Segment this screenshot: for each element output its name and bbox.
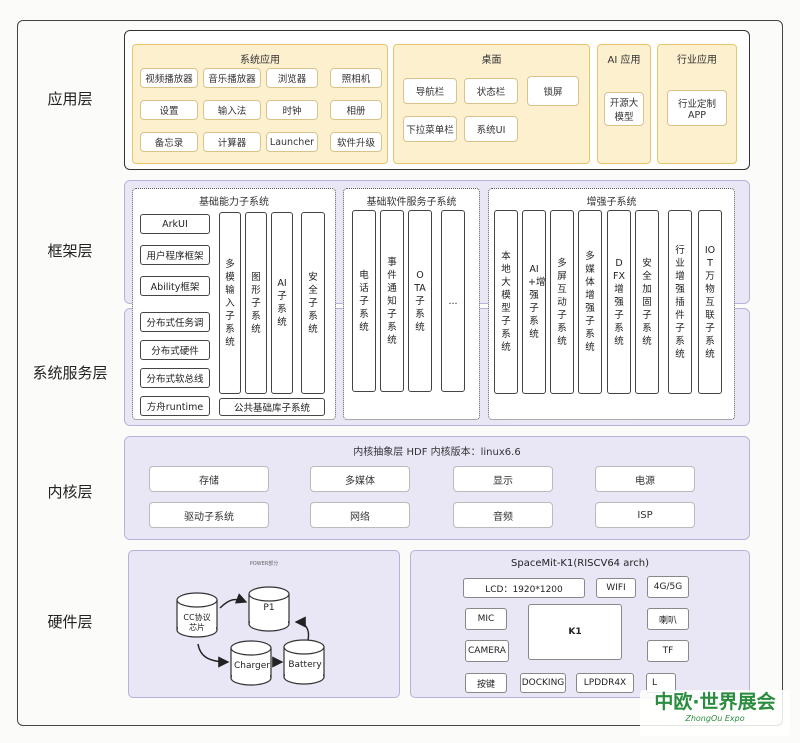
arrow-battery-to-p1 <box>294 616 310 641</box>
mic-chip: MIC <box>465 608 507 630</box>
k1-chip: K1 <box>528 604 622 660</box>
app-chip: 输入法 <box>203 100 261 120</box>
vertical-subsystem-box: 电话子系统 <box>352 210 376 392</box>
arrow-cc-to-p1 <box>219 593 248 609</box>
layer-label-framework: 框架层 <box>47 242 93 260</box>
kernel-chip: ISP <box>595 502 695 528</box>
lpddr-chip: LPDDR4X <box>576 673 634 693</box>
speaker-chip: 喇叭 <box>647 608 689 630</box>
app-chip: 设置 <box>140 100 198 120</box>
vertical-subsystem-box: 多模输入子系统 <box>219 212 241 394</box>
vertical-subsystem-box: DFX增强子系统 <box>607 210 631 394</box>
kernel-chip: 电源 <box>595 466 695 492</box>
vertical-subsystem-box: 安全子系统 <box>301 212 325 394</box>
layer-label-hardware: 硬件层 <box>47 613 93 631</box>
framework-box: 用户程序框架 <box>140 245 210 265</box>
app-chip: 视频播放器 <box>140 68 198 88</box>
vertical-subsystem-box: 安全加固子系统 <box>635 210 659 394</box>
kernel-chip: 存储 <box>149 466 269 492</box>
desktop-chip: 导航栏 <box>403 78 457 104</box>
vertical-subsystem-box: 多屏互动子系统 <box>550 210 574 394</box>
charger-label: Charger <box>234 661 270 671</box>
common-library-box: 公共基础库子系统 <box>219 398 325 416</box>
ai-app-chip: 开源大模型 <box>604 92 644 126</box>
app-chip: 备忘录 <box>140 132 198 152</box>
app-chip: 时钟 <box>266 100 318 120</box>
p1-label: P1 <box>263 603 275 613</box>
power-section-title: POWER部分 <box>249 561 279 567</box>
app-chip: Launcher <box>266 132 318 152</box>
industry-apps-title: 行业应用 <box>677 55 717 66</box>
service-box: 方舟runtime <box>140 396 210 416</box>
desktop-chip: 锁屏 <box>527 76 579 106</box>
button-chip: 按键 <box>465 673 507 693</box>
power-flow-diagram <box>176 586 325 686</box>
architecture-frame <box>17 20 783 726</box>
basic-capability-title: 基础能力子系统 <box>199 197 269 208</box>
camera-chip: CAMERA <box>465 640 509 662</box>
watermark-subtext: ZhongOu Expo <box>685 714 745 723</box>
kernel-chip: 网络 <box>310 502 410 528</box>
app-chip: 计算器 <box>203 132 261 152</box>
ai-apps-title: AI 应用 <box>607 55 641 66</box>
industry-app-chip: 行业定制APP <box>667 90 727 126</box>
desktop-chip: 下拉菜单栏 <box>403 116 457 142</box>
tf-chip: TF <box>647 640 689 662</box>
service-box: 分布式软总线 <box>140 368 210 388</box>
kernel-chip: 显示 <box>453 466 553 492</box>
vertical-subsystem-box: IOT万物互联子系统 <box>698 210 722 394</box>
desktop-chip: 状态栏 <box>464 78 518 104</box>
vertical-subsystem-box: 图形子系统 <box>245 212 267 394</box>
layer-label-system-service: 系统服务层 <box>32 364 108 382</box>
app-chip: 相册 <box>330 100 382 120</box>
vertical-subsystem-box: AI+增强子系统 <box>522 210 546 394</box>
framework-box: Ability框架 <box>140 276 210 296</box>
watermark-logo: 中欧·世界展会 ZhongOu Expo <box>640 690 790 736</box>
desktop-chip: 系统UI <box>464 116 518 142</box>
app-chip: 照相机 <box>330 68 382 88</box>
desktop-title: 桌面 <box>481 55 502 66</box>
service-box: 分布式硬件 <box>140 340 210 360</box>
vertical-subsystem-box: 本地大模型子系统 <box>494 210 518 394</box>
docking-chip: DOCKING <box>520 673 566 693</box>
battery-label: Battery <box>288 660 322 670</box>
kernel-chip: 驱动子系统 <box>149 502 269 528</box>
vertical-subsystem-box: ... <box>441 210 465 392</box>
app-chip: 浏览器 <box>266 68 318 88</box>
lcd-chip: LCD：1920*1200 <box>463 578 585 598</box>
layer-label-app: 应用层 <box>47 90 93 108</box>
vertical-subsystem-box: 多媒体增强子系统 <box>578 210 602 394</box>
app-chip: 软件升级 <box>330 132 382 152</box>
enhanced-title: 增强子系统 <box>586 197 637 208</box>
service-box: 分布式任务调 <box>140 312 210 332</box>
partial-chip: L <box>646 673 676 693</box>
cellular-chip: 4G/5G <box>647 576 689 598</box>
cc-chip-label: CC协议 芯片 <box>183 613 211 632</box>
watermark-text: 中欧·世界展会 <box>654 691 776 713</box>
system-apps-title: 系统应用 <box>240 55 280 66</box>
kernel-chip: 音频 <box>453 502 553 528</box>
arrow-cc-to-charger <box>197 643 230 668</box>
layer-label-kernel: 内核层 <box>47 483 93 501</box>
framework-box: ArkUI <box>140 214 210 234</box>
soc-title: SpaceMit-K1(RISCV64 arch) <box>511 558 649 569</box>
vertical-subsystem-box: 事件通知子系统 <box>380 210 404 392</box>
kernel-chip: 多媒体 <box>310 466 410 492</box>
app-chip: 音乐播放器 <box>203 68 261 88</box>
kernel-title: 内核抽象层 HDF 内核版本：linux6.6 <box>353 447 521 458</box>
vertical-subsystem-box: AI子系统 <box>271 212 293 394</box>
software-service-title: 基础软件服务子系统 <box>366 197 457 208</box>
vertical-subsystem-box: 行业增强插件子系统 <box>668 210 692 394</box>
wifi-chip: WIFI <box>596 578 636 598</box>
vertical-subsystem-box: OTA子系统 <box>408 210 432 392</box>
